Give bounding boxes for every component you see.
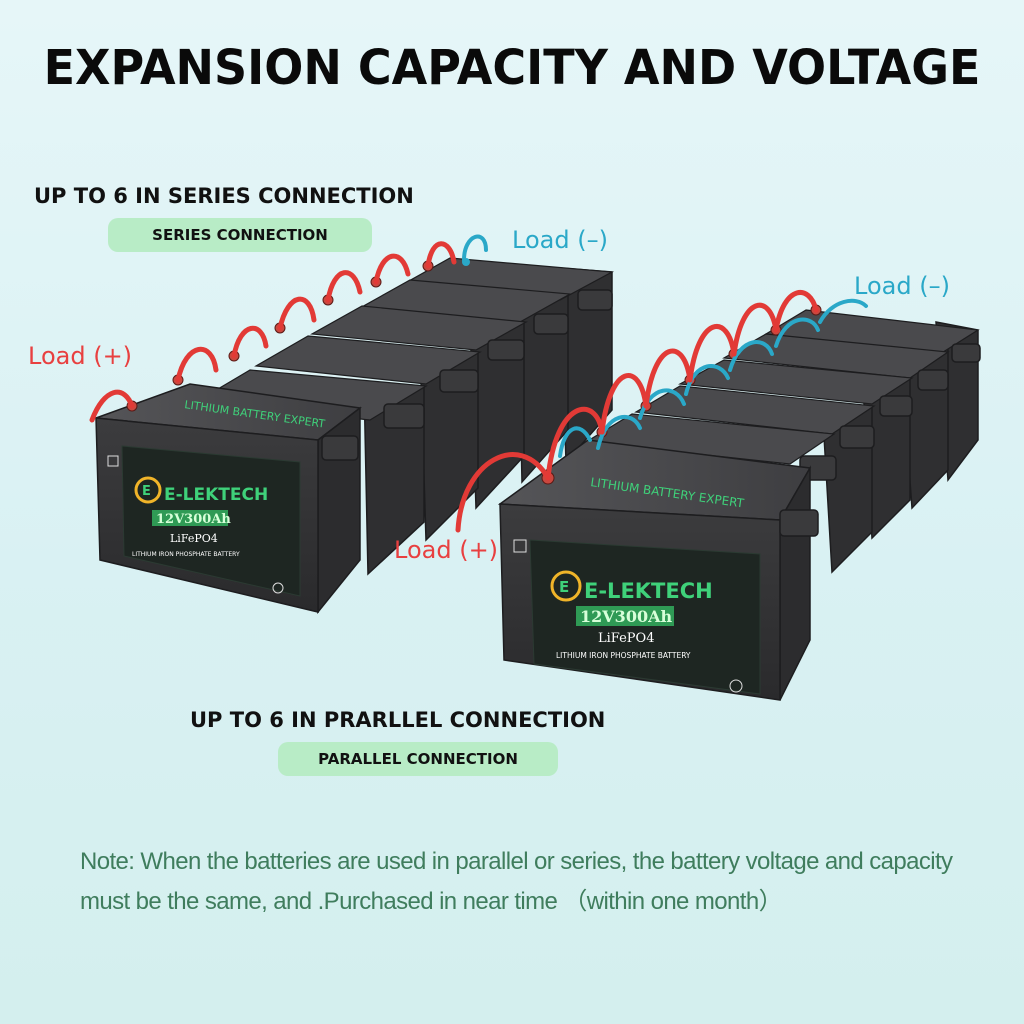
series-desc-text: LITHIUM IRON PHOSPHATE BATTERY bbox=[132, 551, 240, 558]
series-battery-group: E E-LEKTECH 12V300Ah LiFePO4 LITHIUM IRO… bbox=[89, 234, 615, 615]
series-heading: UP TO 6 IN SERIES CONNECTION bbox=[34, 184, 414, 208]
parallel-desc-text: LITHIUM IRON PHOSPHATE BATTERY bbox=[556, 651, 691, 660]
parallel-load-minus-label: Load (–) bbox=[854, 272, 950, 300]
series-badge: SERIES CONNECTION bbox=[108, 218, 372, 252]
parallel-battery-group: E E-LEKTECH 12V300Ah LiFePO4 LITHIUM IRO… bbox=[455, 290, 981, 701]
series-rating-text: 12V300Ah bbox=[156, 512, 231, 527]
svg-text:E: E bbox=[142, 484, 151, 499]
series-chem-text: LiFePO4 bbox=[170, 532, 218, 545]
parallel-heading: UP TO 6 IN PRARLLEL CONNECTION bbox=[190, 708, 606, 732]
series-load-minus-label: Load (–) bbox=[512, 226, 608, 254]
series-brand-text: E-LEKTECH bbox=[164, 485, 268, 505]
parallel-brand-text: E-LEKTECH bbox=[584, 579, 713, 603]
series-load-plus-label: Load (+) bbox=[28, 342, 133, 370]
parallel-rating-text: 12V300Ah bbox=[580, 607, 672, 626]
parallel-load-plus-label: Load (+) bbox=[394, 536, 499, 564]
compatibility-note: Note: When the batteries are used in par… bbox=[80, 848, 953, 915]
svg-text:E: E bbox=[559, 578, 569, 596]
page-title: EXPANSION CAPACITY AND VOLTAGE bbox=[43, 38, 981, 96]
parallel-badge: PARALLEL CONNECTION bbox=[278, 742, 558, 776]
parallel-chem-text: LiFePO4 bbox=[598, 631, 654, 646]
